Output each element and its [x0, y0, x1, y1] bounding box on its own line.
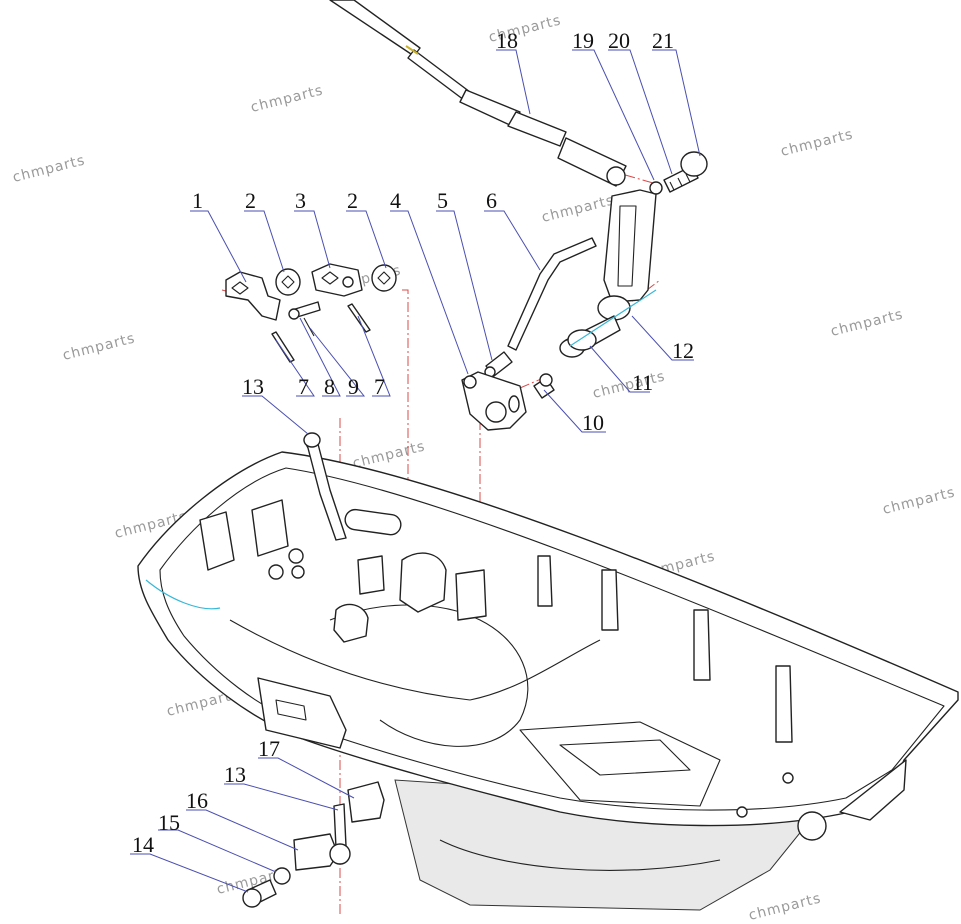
callout-18: 18	[496, 28, 518, 53]
watermark: chmparts	[779, 126, 855, 159]
callout-15: 15	[158, 810, 180, 835]
callout-10: 10	[582, 410, 604, 435]
callout-17: 17	[258, 736, 280, 761]
callout-9: 9	[348, 374, 359, 399]
shift-lever-assembly	[533, 151, 708, 399]
callout-16: 16	[186, 788, 208, 813]
watermark: chmparts	[881, 484, 957, 517]
callout-4: 4	[390, 188, 401, 213]
callout-8: 8	[324, 374, 335, 399]
watermark: chmparts	[11, 152, 87, 185]
callout-19: 19	[572, 28, 594, 53]
watermark: chmparts	[249, 82, 325, 115]
callout-21: 21	[652, 28, 674, 53]
callout-5: 5	[437, 188, 448, 213]
callout-20: 20	[608, 28, 630, 53]
callout-2-second: 2	[347, 188, 358, 213]
leader-lines	[130, 49, 701, 893]
callout-7: 7	[298, 374, 309, 399]
lower-cowling	[137, 451, 959, 911]
callout-6: 6	[486, 188, 497, 213]
lower-bracket	[242, 781, 385, 908]
callout-7-second: 7	[374, 374, 385, 399]
callout-11: 11	[632, 370, 653, 395]
callout-13: 13	[242, 374, 264, 399]
linkage-parts	[225, 263, 397, 363]
callout-1: 1	[192, 188, 203, 213]
rod-upper	[303, 432, 347, 541]
shift-cable	[329, 0, 627, 187]
watermark: chmparts	[61, 330, 137, 363]
callout-14: 14	[132, 832, 154, 857]
watermark: chmparts	[540, 192, 616, 225]
callout-2: 2	[245, 188, 256, 213]
watermark: chmparts	[829, 306, 905, 339]
plate	[461, 371, 527, 431]
callout-labels: 1 2 3 2 4 5 6 7 8 9 7 10 11 12 13 13 14 …	[132, 28, 694, 857]
link-rod	[484, 237, 597, 378]
callout-13-second: 13	[224, 762, 246, 787]
callout-12: 12	[672, 338, 694, 363]
watermark: chmparts	[591, 368, 667, 401]
callout-3: 3	[295, 188, 306, 213]
watermark: chmparts	[747, 890, 823, 923]
